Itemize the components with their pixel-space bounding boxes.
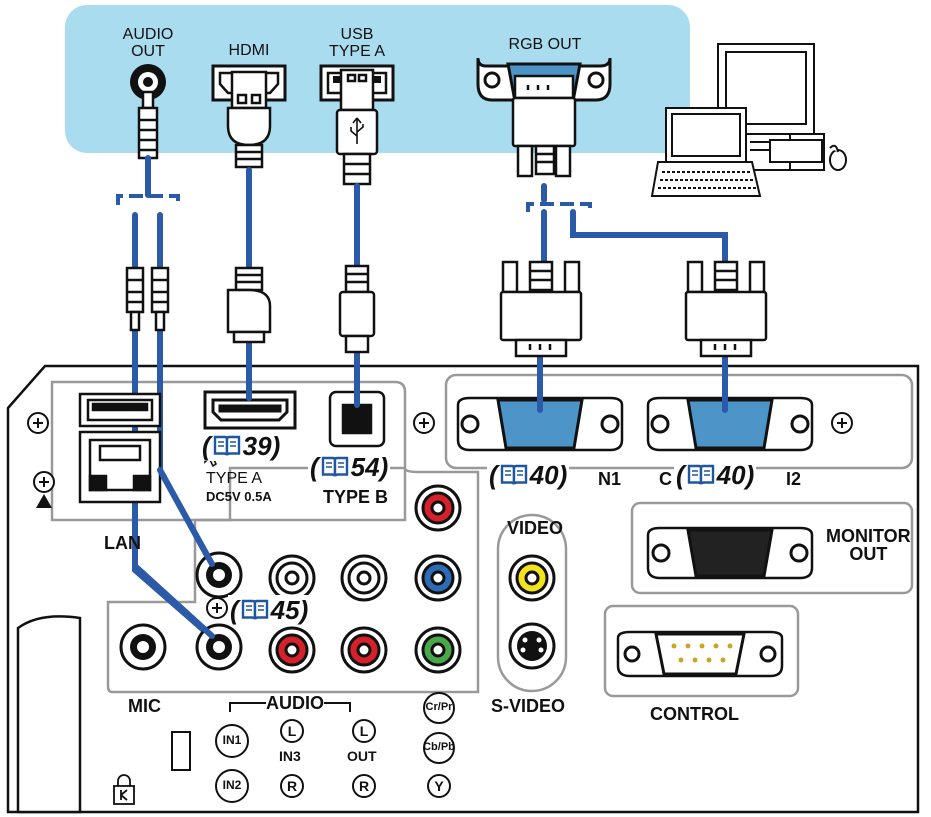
rca-jacks: [268, 484, 556, 674]
lan-label: LAN: [104, 533, 141, 553]
video-group: [496, 513, 568, 693]
audio-plugs-pair-icon: [125, 266, 170, 332]
audio-out-l-jack-icon: [340, 554, 388, 602]
s-video-label: S-VIDEO: [491, 696, 566, 716]
screw-icon: [27, 412, 853, 619]
in3-l-label: L: [287, 723, 297, 739]
rgb-plug-top-icon: [511, 74, 577, 178]
computer-in1-port-icon: [456, 396, 624, 452]
audio-group: [106, 467, 480, 694]
usb-b-plug-icon: [338, 264, 376, 354]
computer-in1-page-number: 40: [529, 460, 559, 490]
audio-in1-jack-icon: [195, 551, 243, 599]
in2-label: IN2: [222, 778, 242, 792]
y-label: Y: [434, 778, 444, 794]
audio-out-label: AUDIO OUT: [122, 26, 174, 60]
in1-label: IN1: [222, 733, 242, 747]
computer-in2-head-label: C: [659, 469, 672, 489]
usb-b-page-number: 54: [350, 452, 380, 482]
control-label: CONTROL: [650, 704, 739, 724]
triangle-icon: [36, 494, 52, 508]
out-label: OUT: [347, 748, 377, 764]
computer-in2-page-ref[interactable]: (40): [674, 460, 757, 490]
lan-usb-group: [50, 380, 407, 522]
cb-pb-jack-icon: [414, 554, 462, 602]
audio-page-number: 45: [270, 595, 300, 625]
monitor-out-port-icon: [646, 526, 814, 580]
video-label: VIDEO: [507, 518, 564, 538]
cr-pr-label: Cr/Pr: [425, 701, 453, 713]
usb-type-a-label: USB TYPE A: [328, 26, 386, 60]
split-indicators: [116, 194, 592, 212]
lan-port-icon: [78, 430, 162, 504]
audio-plug-top-icon: [137, 90, 159, 160]
control-port-icon: [616, 630, 784, 678]
audio-label: AUDIO: [266, 693, 324, 713]
rgb-out-label: RGB OUT: [508, 36, 582, 53]
audio-in2-jack-icon: [195, 623, 243, 671]
in3-label: IN3: [279, 748, 301, 764]
y-jack-icon: [414, 626, 462, 674]
manual-book-icon: [213, 435, 241, 457]
computer-in1-tail-label: N1: [598, 469, 622, 489]
monitor-out-label: MONITOR OUT: [826, 526, 911, 564]
audio-page-ref[interactable]: (45): [228, 595, 311, 625]
computer-in1-page-ref[interactable]: (40): [487, 460, 570, 490]
monitor-out-group: [630, 501, 914, 595]
usb-b-page-ref[interactable]: (54): [308, 452, 391, 482]
usb-plug-top-icon: [335, 68, 379, 186]
audio-in3-l-jack-icon: [268, 554, 316, 602]
vga-plug-in1-icon: [499, 260, 583, 358]
video-jack-icon: [508, 554, 556, 602]
mic-jack-icon: [119, 623, 167, 671]
computer-in2-page-number: 40: [716, 460, 746, 490]
kensington-lock-icon: [113, 774, 135, 805]
stand-foot: [16, 615, 82, 814]
manual-book-icon: [321, 456, 349, 478]
s-video-port-icon: [508, 622, 556, 670]
audio-out-jack-icon: [130, 64, 166, 100]
manual-book-icon: [500, 464, 528, 486]
manual-book-icon: [687, 464, 715, 486]
cb-pb-label: Cb/Pb: [423, 741, 455, 753]
computer-in2-tail-label: I2: [786, 469, 802, 489]
in3-r-label: R: [286, 778, 298, 794]
security-slot-icon: [171, 731, 191, 771]
hdmi-label: HDMI: [228, 42, 270, 59]
hdmi-plug-top-icon: [226, 70, 272, 169]
type-b-label: TYPE B: [323, 487, 389, 507]
out-l-label: L: [359, 723, 369, 739]
hdmi-plug-bottom-icon: [226, 266, 272, 344]
usb-a-port-projector-icon: [78, 392, 162, 428]
computer-icon: [650, 43, 847, 197]
type-a-label: TYPE A: [206, 470, 263, 487]
type-a-rating-label: DC5V 0.5A: [206, 489, 272, 504]
cr-pr-jack-icon: [414, 484, 462, 532]
hdmi-page-number: 39: [242, 431, 272, 461]
computer-in2-port-icon: [646, 396, 814, 452]
control-group: [603, 604, 800, 698]
out-r-label: R: [358, 778, 370, 794]
manual-book-icon: [241, 599, 269, 621]
mic-label: MIC: [128, 696, 161, 716]
vga-plug-in2-icon: [684, 260, 768, 358]
hdmi-page-ref[interactable]: (39): [200, 431, 283, 461]
audio-in3-r-jack-icon: [268, 626, 316, 674]
audio-out-r-jack-icon: [340, 626, 388, 674]
